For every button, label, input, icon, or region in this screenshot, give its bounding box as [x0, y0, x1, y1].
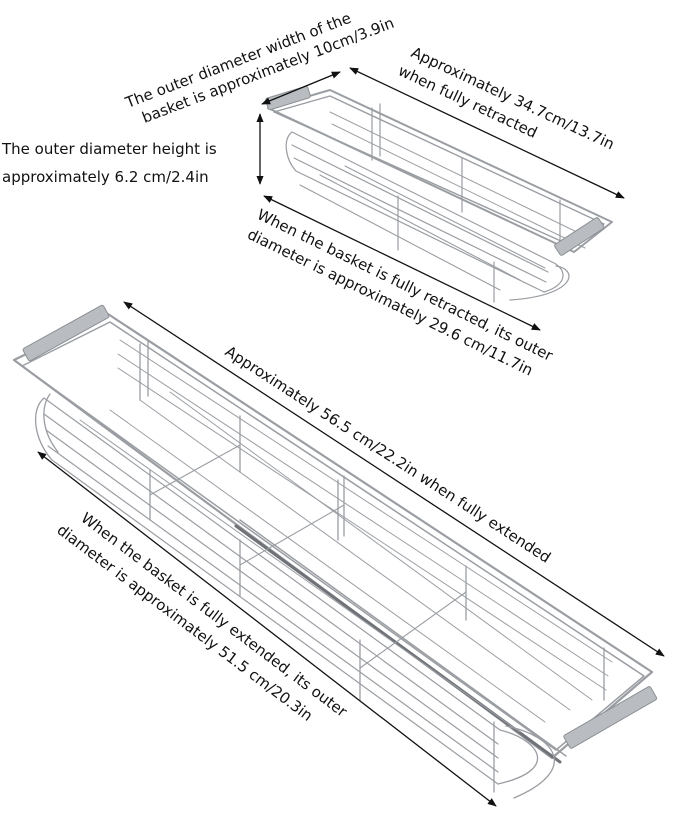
svg-text:When the basket is fully retra: When the basket is fully retracted, its …	[245, 205, 560, 386]
svg-text:The outer diameter width of th: The outer diameter width of the basket i…	[122, 0, 396, 131]
svg-text:Approximately 34.7cm/13.7in: Approximately 34.7cm/13.7in when fully r…	[395, 42, 621, 176]
retracted-outer-line2: diameter is approximately 29.6 cm/11.7in	[245, 225, 536, 379]
height-label-line1: The outer diameter height is	[1, 140, 217, 158]
retracted-outer-label: When the basket is fully retracted, its …	[245, 205, 560, 386]
width-label-line1: The outer diameter width of the	[122, 9, 354, 112]
retracted-length-label: Approximately 34.7cm/13.7in when fully r…	[395, 42, 621, 176]
width-label: The outer diameter width of the basket i…	[122, 0, 396, 131]
extended-outer-line1: When the basket is fully extended, its o…	[78, 509, 352, 721]
dimension-arrows	[37, 67, 665, 807]
extended-outer-label: When the basket is fully extended, its o…	[54, 502, 355, 743]
retracted-outer-line1: When the basket is fully retracted, its …	[254, 205, 556, 365]
extended-basket	[12, 304, 658, 799]
svg-text:When the basket is fully exten: When the basket is fully extended, its o…	[54, 502, 355, 743]
height-label-line2: approximately 6.2 cm/2.4in	[2, 168, 209, 186]
height-label: The outer diameter height is approximate…	[1, 140, 217, 186]
width-label-line2: basket is approximately 10cm/3.9in	[139, 14, 396, 127]
